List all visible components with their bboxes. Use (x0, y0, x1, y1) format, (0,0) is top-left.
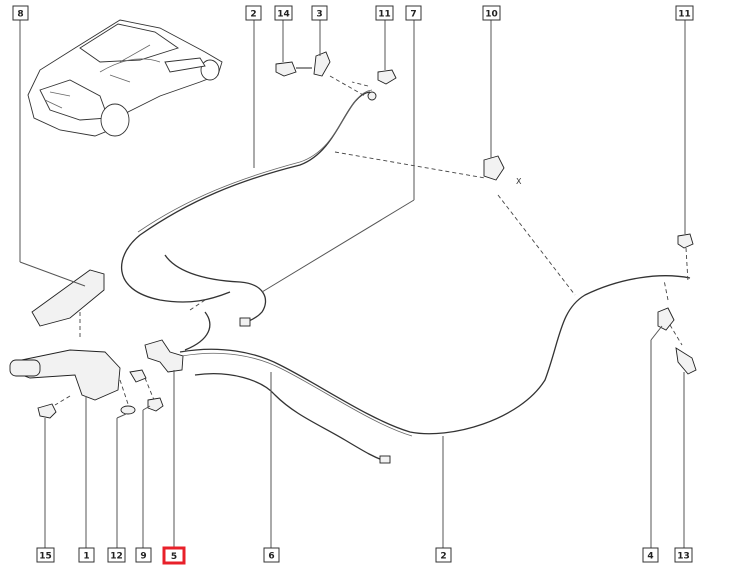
nut (37, 403, 57, 419)
cable-end (239, 317, 251, 327)
guide-line (119, 379, 129, 405)
svg-text:6: 6 (268, 552, 274, 562)
callout-1[interactable]: 1 (78, 547, 95, 563)
guide-line (663, 279, 669, 301)
callout-15[interactable]: 15 (36, 547, 55, 563)
svg-text:14: 14 (277, 10, 290, 20)
svg-text:2: 2 (440, 552, 446, 562)
guide-line (54, 395, 71, 406)
primary-cable (120, 91, 371, 303)
svg-text:3: 3 (316, 10, 322, 20)
callout-9[interactable]: 9 (135, 547, 152, 563)
guide-line (144, 377, 155, 401)
retaining-clip (313, 51, 331, 77)
cable-end (379, 455, 391, 464)
guide-line (351, 81, 369, 87)
bolt (275, 61, 312, 77)
rear-cable-right (179, 275, 691, 435)
callout-8[interactable]: 8 (12, 5, 29, 21)
guide-line (189, 299, 206, 311)
callout-12[interactable]: 12 (107, 547, 126, 563)
callout-11-right[interactable]: 11 (675, 5, 694, 21)
guide-line (685, 247, 689, 283)
nut (147, 397, 164, 412)
rear-cable-left (194, 373, 389, 463)
callout-3[interactable]: 3 (311, 5, 328, 21)
bolt (675, 347, 697, 375)
leader-lines (19, 20, 686, 548)
svg-text:13: 13 (677, 552, 690, 562)
equaliser-bracket (144, 339, 184, 373)
car-illustration (27, 19, 223, 137)
guide-line (497, 194, 576, 296)
lever-grip (9, 359, 41, 377)
guide-line (669, 324, 683, 346)
washer (120, 405, 136, 415)
svg-text:1: 1 (83, 552, 89, 562)
callout-6[interactable]: 6 (263, 547, 280, 563)
x-mark: X (516, 177, 522, 186)
svg-text:12: 12 (110, 552, 123, 562)
svg-text:15: 15 (39, 552, 52, 562)
svg-text:5: 5 (171, 552, 177, 562)
callout-11-top[interactable]: 11 (375, 5, 394, 21)
callout-4[interactable]: 4 (642, 547, 659, 563)
guide-line (329, 75, 366, 97)
svg-text:8: 8 (17, 10, 23, 20)
callout-10[interactable]: 10 (482, 5, 501, 21)
cable-clamp (483, 155, 505, 181)
nut (377, 69, 397, 85)
svg-text:10: 10 (485, 10, 498, 20)
callout-2-top[interactable]: 2 (245, 5, 262, 21)
cable-clip (129, 369, 147, 383)
callout-7[interactable]: 7 (405, 5, 422, 21)
svg-text:11: 11 (678, 10, 691, 20)
callout-5-selected[interactable]: 5 (162, 546, 186, 565)
cable-end (367, 91, 377, 101)
svg-text:4: 4 (647, 552, 653, 562)
guide-line (334, 151, 486, 179)
callout-13[interactable]: 13 (674, 547, 693, 563)
callout-14[interactable]: 14 (274, 5, 293, 21)
svg-text:2: 2 (250, 10, 256, 20)
svg-text:11: 11 (378, 10, 391, 20)
callout-2-bottom[interactable]: 2 (435, 547, 452, 563)
retaining-clip (657, 307, 675, 331)
lever-boot (31, 269, 105, 327)
secondary-cable-left (184, 311, 211, 351)
intermediate-cable (164, 254, 267, 325)
nut (677, 233, 694, 249)
svg-text:9: 9 (140, 552, 146, 562)
svg-text:7: 7 (410, 10, 416, 20)
